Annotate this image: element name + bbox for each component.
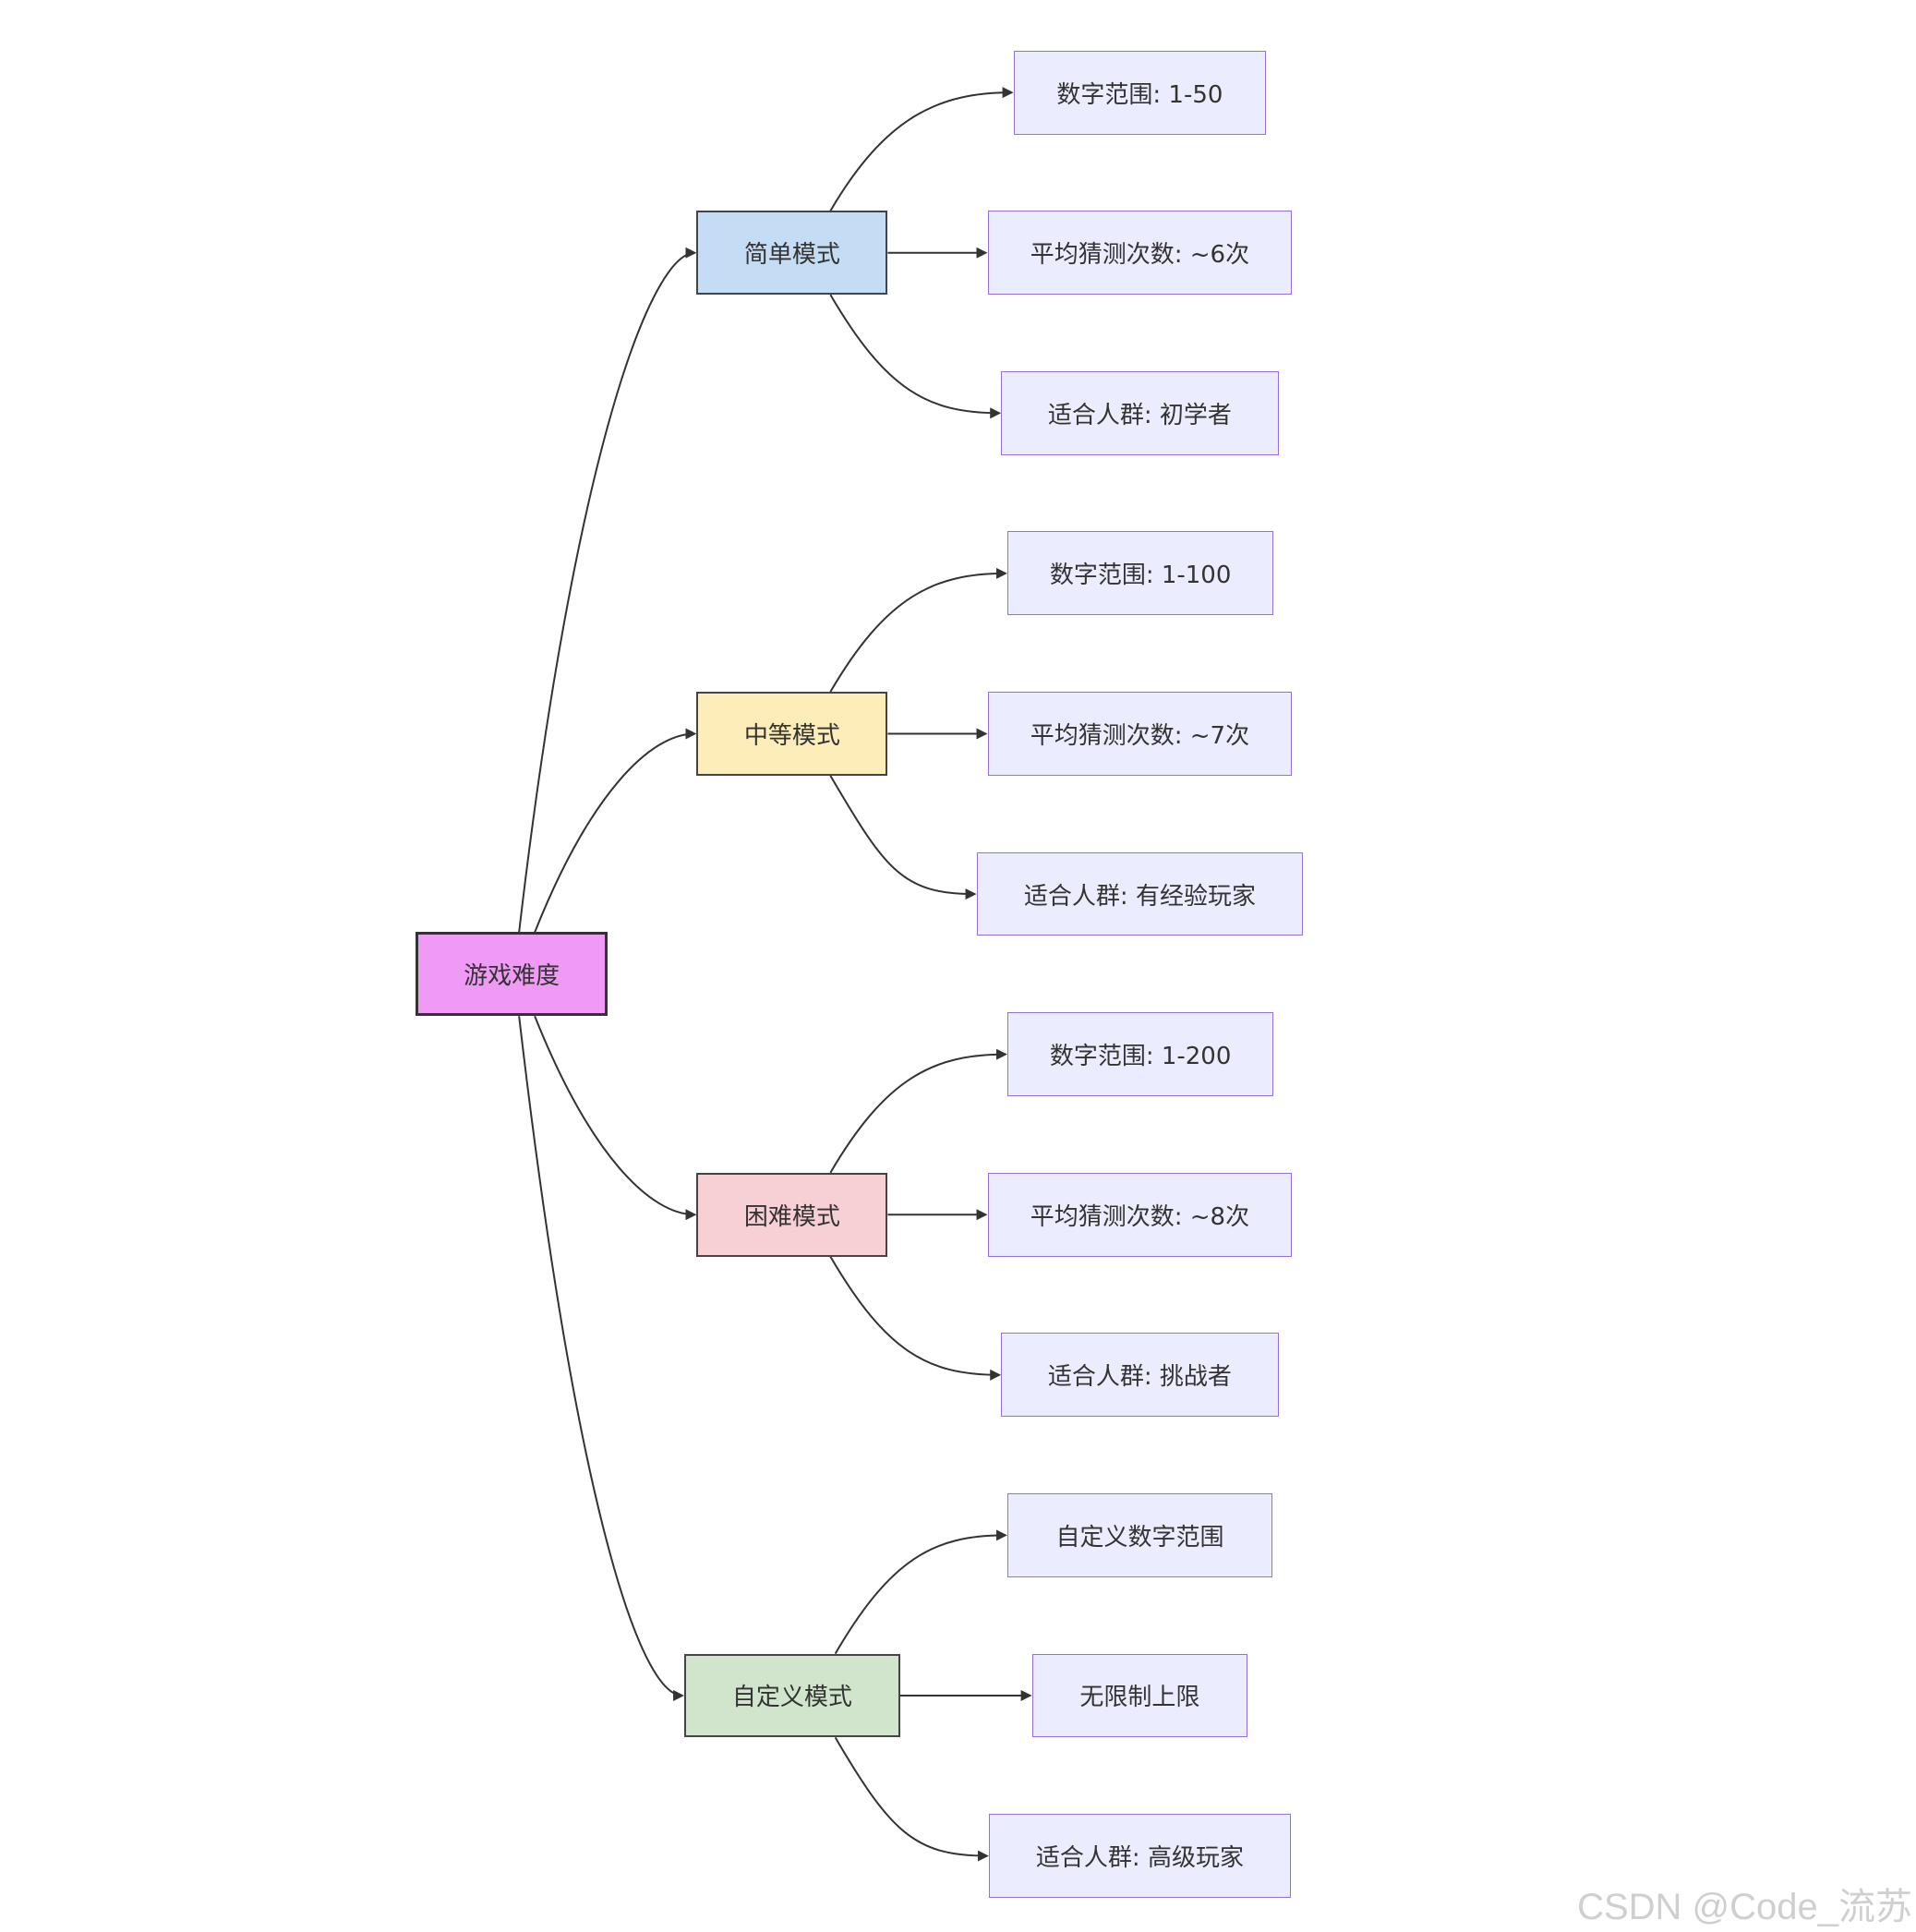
leaf-node: 数字范围: 1-200	[1006, 1012, 1274, 1097]
edge-mode-to-leaf	[829, 87, 1014, 211]
mode-label: 困难模式	[743, 1202, 840, 1231]
leaf-label: 数字范围: 1-200	[1049, 1043, 1232, 1071]
leaf-node: 适合人群: 挑战者	[1001, 1333, 1279, 1418]
edge-mode-to-leaf	[829, 294, 1002, 419]
mode-label: 中等模式	[743, 721, 840, 750]
leaf-node: 数字范围: 1-50	[1013, 50, 1267, 135]
leaf-label: 平均猜测次数: ~7次	[1030, 721, 1250, 750]
edge-mode-to-leaf	[834, 1529, 1007, 1655]
leaf-label: 平均猜测次数: ~8次	[1030, 1202, 1250, 1231]
leaf-label: 适合人群: 挑战者	[1047, 1363, 1232, 1392]
edge-root-to-mode	[534, 728, 697, 933]
leaf-node: 适合人群: 有经验玩家	[976, 851, 1304, 936]
leaf-label: 自定义数字范围	[1055, 1523, 1224, 1552]
leaf-label: 适合人群: 高级玩家	[1035, 1844, 1244, 1873]
mode-node-medium: 中等模式	[696, 692, 888, 776]
leaf-label: 数字范围: 1-50	[1056, 80, 1223, 109]
leaf-label: 数字范围: 1-100	[1049, 561, 1232, 590]
edge-mode-to-leaf	[829, 567, 1007, 693]
leaf-node: 平均猜测次数: ~6次	[987, 211, 1293, 296]
mode-node-hard: 困难模式	[696, 1172, 888, 1257]
edge-mode-to-leaf	[829, 1048, 1007, 1174]
edge-mode-to-leaf	[834, 1736, 989, 1862]
mode-node-custom: 自定义模式	[684, 1653, 900, 1738]
leaf-node: 自定义数字范围	[1006, 1493, 1272, 1577]
edge-mode-to-leaf	[829, 1256, 1002, 1381]
edge-root-to-mode	[518, 1016, 685, 1701]
leaf-label: 适合人群: 有经验玩家	[1023, 882, 1256, 911]
mode-label: 自定义模式	[731, 1684, 852, 1712]
watermark: CSDN @Code_流苏	[1577, 1887, 1912, 1927]
leaf-node: 适合人群: 初学者	[1001, 370, 1279, 455]
mode-node-easy: 简单模式	[696, 211, 888, 296]
mode-label: 简单模式	[743, 241, 840, 270]
leaf-label: 无限制上限	[1079, 1684, 1200, 1712]
edge-root-to-mode	[534, 1015, 697, 1221]
leaf-node: 无限制上限	[1031, 1653, 1248, 1738]
edge-mode-to-leaf	[829, 775, 977, 900]
root-label: 游戏难度	[464, 962, 560, 991]
edge-root-to-mode	[518, 247, 697, 933]
leaf-label: 适合人群: 初学者	[1047, 401, 1232, 429]
root-node: 游戏难度	[415, 932, 609, 1017]
leaf-node: 平均猜测次数: ~7次	[987, 692, 1293, 776]
leaf-node: 数字范围: 1-100	[1006, 531, 1274, 616]
leaf-node: 平均猜测次数: ~8次	[987, 1172, 1293, 1257]
leaf-label: 平均猜测次数: ~6次	[1030, 241, 1250, 270]
leaf-node: 适合人群: 高级玩家	[988, 1814, 1291, 1898]
